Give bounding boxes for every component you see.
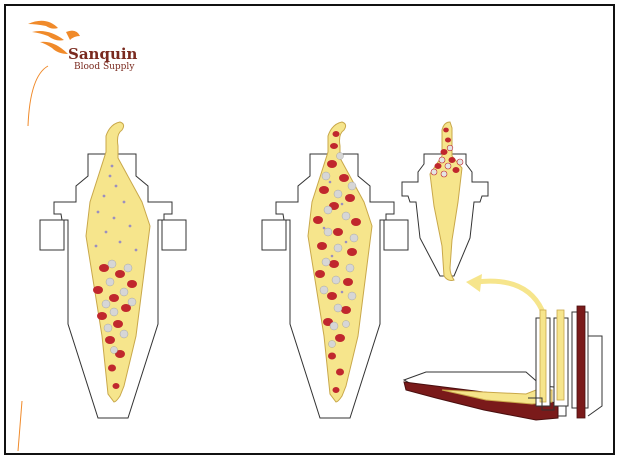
brand-subtitle: Blood Supply (74, 62, 137, 73)
edge-curve-top (28, 66, 48, 126)
edge-curve-bottom (18, 401, 22, 451)
housing-flange-right (384, 220, 408, 250)
slide-canvas: Sanquin Blood Supply (4, 4, 615, 455)
chamber-mixed (40, 122, 186, 418)
brand-block: Sanquin Blood Supply (68, 46, 137, 73)
brand-name: Sanquin (68, 46, 137, 62)
housing-flange-left (262, 220, 286, 250)
plasma-outlet-1 (540, 310, 546, 402)
housing-flange-right (162, 220, 186, 250)
curved-arrow-icon (466, 274, 542, 310)
diagram-canvas (6, 6, 615, 455)
red-cell-outlet (577, 306, 585, 418)
chamber-small (402, 122, 488, 281)
outlet-bracket (588, 336, 602, 416)
chamber-full (262, 122, 408, 418)
plasma-outlet-2 (557, 310, 564, 400)
housing-flange-left (40, 220, 64, 250)
separator-bowl (404, 306, 602, 420)
